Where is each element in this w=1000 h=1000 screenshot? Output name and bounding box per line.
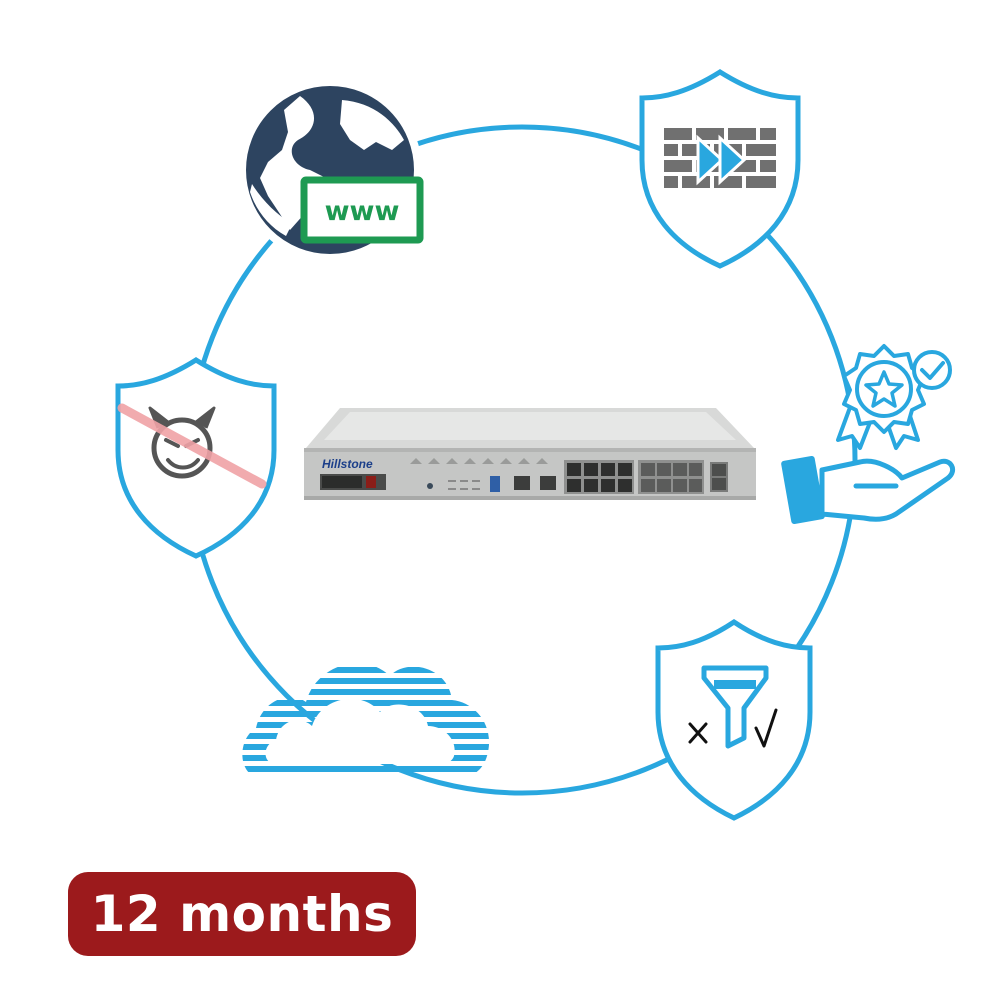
globe-www-icon: www: [238, 78, 424, 262]
award-hand-icon: [781, 344, 955, 524]
subscription-duration-label: 12 months: [90, 885, 394, 943]
anti-malware-shield-icon: [115, 357, 277, 559]
firewall-shield-icon: [639, 69, 801, 269]
filter-shield-icon: [655, 618, 813, 821]
cloud-icon: [242, 667, 490, 772]
device-brand: Hillstone: [322, 457, 373, 471]
www-label: www: [325, 196, 400, 227]
subscription-duration-badge: 12 months: [68, 872, 416, 956]
firewall-appliance: Hillstone: [304, 408, 756, 500]
